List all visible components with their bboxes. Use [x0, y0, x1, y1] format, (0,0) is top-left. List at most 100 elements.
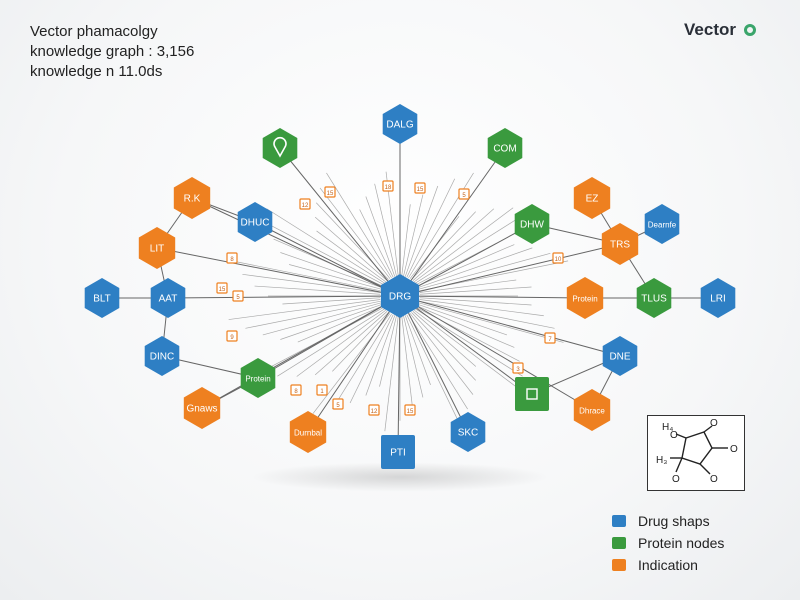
graph-node-indication[interactable]: R.K	[173, 177, 211, 219]
graph-node-drug[interactable]: PTI	[381, 435, 415, 469]
graph-node-drug[interactable]: DHUC	[237, 202, 273, 242]
hub-spoke	[280, 252, 382, 288]
legend-label: Protein nodes	[638, 535, 725, 551]
hub-spoke	[408, 313, 468, 410]
graph-node-protein[interactable]: Protein	[240, 358, 276, 398]
graph-node-protein[interactable]: TLUS	[636, 278, 672, 318]
hub-spoke	[228, 299, 381, 320]
legend-item-indication: Indication	[612, 554, 724, 576]
node-label: BLT	[93, 294, 111, 305]
hub-spoke	[411, 211, 476, 280]
graph-node-indication[interactable]: Dhrace	[573, 389, 611, 431]
edge-tag: 8	[226, 252, 238, 264]
hub-spoke	[384, 315, 399, 432]
svg-text:10: 10	[555, 257, 562, 263]
graph-node-protein[interactable]	[262, 128, 298, 168]
chemical-structure: H₄ H₃ O O O O O	[647, 415, 745, 491]
ring-icon	[744, 24, 756, 36]
edge-tag: 12	[299, 198, 311, 210]
hub-spoke	[314, 216, 388, 281]
svg-text:5: 5	[236, 295, 240, 301]
graph-node-drug[interactable]: DINC	[144, 336, 180, 376]
edge-tag: 3	[512, 362, 524, 374]
svg-text:7: 7	[548, 337, 552, 343]
hub-spoke	[418, 302, 564, 343]
node-label: AAT	[159, 294, 178, 305]
svg-text:1: 1	[320, 389, 324, 395]
edge-tag: 12	[368, 404, 380, 416]
molecule-diagram: H₄ H₃ O O O O O	[656, 418, 738, 485]
edge-tag: 15	[216, 282, 228, 294]
legend-label: Indication	[638, 557, 698, 573]
graph-node-indication[interactable]: Durnbal	[289, 411, 327, 453]
hub-spoke	[403, 194, 424, 277]
hub-spoke	[266, 208, 385, 284]
node-label: TLUS	[641, 294, 667, 305]
graph-node-indication[interactable]: LIT	[138, 227, 176, 269]
bond	[675, 433, 687, 439]
svg-text:5: 5	[462, 193, 466, 199]
edge	[279, 147, 401, 297]
hub-spoke	[403, 315, 424, 398]
hub-spoke	[231, 260, 381, 292]
hub-spoke	[401, 204, 411, 277]
center-node[interactable]: DRG	[380, 274, 420, 318]
svg-text:8: 8	[294, 389, 298, 395]
graph-node-protein[interactable]: COM	[487, 128, 523, 168]
edge	[156, 247, 401, 297]
svg-text:9: 9	[230, 335, 234, 341]
graph-node-indication[interactable]: Gnaws	[183, 387, 221, 429]
header-subtitle: knowledge graph : 3,156	[30, 43, 195, 60]
node-label: PTI	[390, 448, 406, 459]
graph-node-drug[interactable]: Dearnfe	[644, 204, 680, 244]
svg-text:5: 5	[336, 403, 340, 409]
node-label: DHUC	[241, 218, 270, 229]
hub-spoke	[406, 178, 456, 278]
graph-node-drug[interactable]: SKC	[450, 412, 486, 452]
node-label: Protein	[245, 375, 270, 384]
ring-bond	[681, 431, 713, 465]
graph-node-protein[interactable]	[515, 377, 549, 411]
graph-node-drug[interactable]: LRI	[700, 278, 736, 318]
node-label: Dearnfe	[648, 221, 677, 230]
atom-label: O	[730, 444, 738, 455]
graph-node-drug[interactable]: DALG	[382, 104, 418, 144]
graph-node-drug[interactable]: BLT	[84, 278, 120, 318]
hub-spoke	[262, 302, 382, 336]
hub-spoke	[419, 297, 532, 306]
svg-text:12: 12	[371, 409, 378, 415]
hub-spoke	[404, 315, 431, 386]
legend-label: Drug shaps	[638, 513, 710, 529]
hub-spoke	[282, 297, 381, 305]
edge	[399, 147, 506, 297]
hub-spoke	[418, 304, 508, 336]
edge	[191, 197, 401, 297]
graph-node-indication[interactable]: EZ	[573, 177, 611, 219]
edge-tag: 9	[226, 330, 238, 342]
edge-tag: 15	[414, 182, 426, 194]
edge-tag: 5	[232, 290, 244, 302]
node-label: EZ	[586, 194, 599, 205]
node-label: SKC	[458, 428, 479, 439]
graph-node-protein[interactable]: DHW	[514, 204, 550, 244]
hub-spoke	[404, 185, 439, 277]
hub-spoke	[254, 285, 381, 295]
svg-text:3: 3	[516, 367, 520, 373]
hub-spoke	[314, 311, 388, 376]
graph-node-indication[interactable]: Protein	[566, 277, 604, 319]
legend-item-protein: Protein nodes	[612, 532, 724, 554]
hub-spoke	[417, 305, 515, 348]
hub-spoke	[418, 252, 551, 290]
hub-spoke	[413, 207, 514, 283]
graph-node-drug[interactable]: DNE	[602, 336, 638, 376]
edge-tag: 1	[316, 384, 328, 396]
edge	[399, 295, 586, 299]
hub-spoke	[245, 300, 381, 329]
pin-icon	[273, 136, 287, 158]
hub-spoke	[419, 286, 532, 295]
drug-swatch	[612, 515, 626, 527]
hub-spoke	[297, 305, 383, 343]
graph-node-indication[interactable]: TRS	[601, 223, 639, 265]
edge-tag: 15	[324, 186, 336, 198]
graph-node-drug[interactable]: AAT	[150, 278, 186, 318]
